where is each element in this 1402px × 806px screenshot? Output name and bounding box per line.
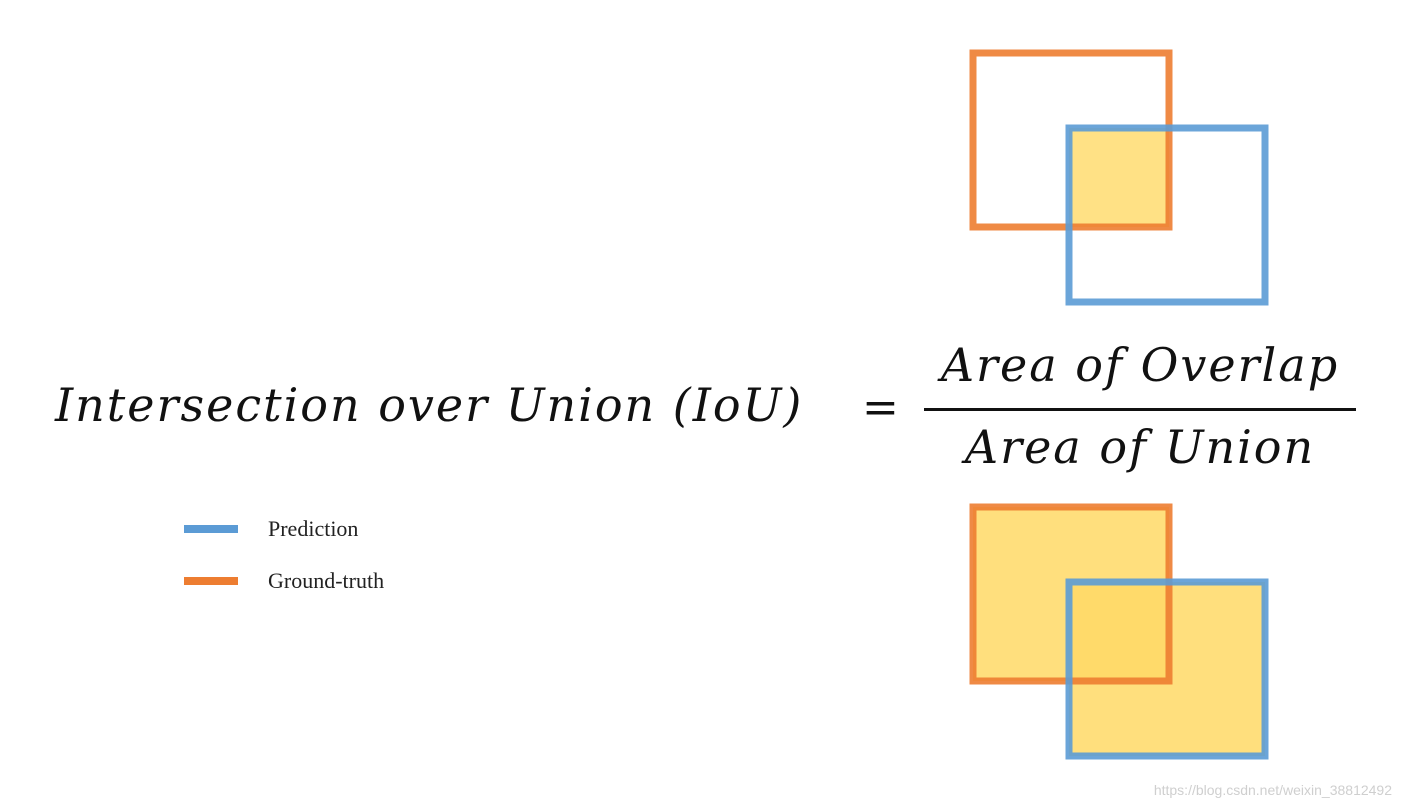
overlap-diagram [969, 49, 1269, 306]
overlap-fill [1069, 128, 1169, 227]
legend-label: Ground-truth [268, 568, 385, 593]
prediction-swatch [184, 525, 238, 533]
legend-item-ground-truth: Ground-truth [184, 568, 384, 594]
prediction-box [1065, 578, 1269, 760]
legend-label: Prediction [268, 516, 359, 541]
watermark: https://blog.csdn.net/weixin_38812492 [1153, 782, 1392, 798]
legend-item-prediction: Prediction [184, 516, 358, 542]
fraction-numerator: Area of Overlap [940, 338, 1340, 392]
ground-truth-swatch [184, 577, 238, 585]
prediction-box [1065, 124, 1269, 306]
fraction-bar [924, 408, 1356, 411]
fraction-denominator: Area of Union [964, 420, 1316, 474]
formula-left-text: Intersection over Union (IoU) [55, 378, 804, 432]
union-diagram [969, 503, 1269, 760]
equals-sign: = [862, 382, 899, 433]
